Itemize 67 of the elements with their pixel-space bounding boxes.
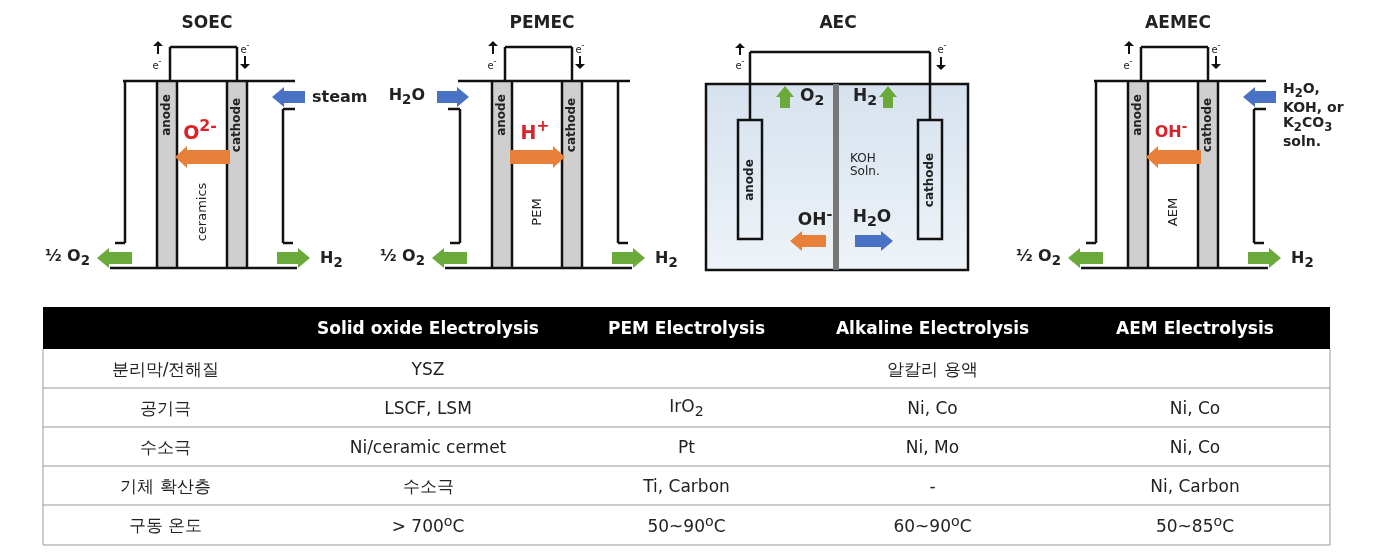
- table-cell: Ni, Carbon: [1150, 476, 1240, 495]
- table-cell: 60~90$^{o}$C: [893, 513, 972, 537]
- membrane-label: AEM: [1165, 197, 1181, 227]
- flow-label: O$_{2}$: [800, 85, 825, 109]
- flow-label: ½ O$_{2}$: [380, 247, 425, 269]
- membrane-label: ceramics: [194, 182, 210, 242]
- table-cell: 50~90$^{o}$C: [647, 513, 726, 537]
- electrode-label: cathode: [565, 97, 579, 153]
- table-cell: Ni, Co: [907, 398, 958, 417]
- flow-label: ½ O$_{2}$: [45, 247, 90, 269]
- flow-label: H$_{2}$O, KOH, or K$_{2}$CO$_{3}$ soln.: [1283, 81, 1345, 149]
- electrode-label: anode: [495, 94, 509, 136]
- electron-label: e$^{-}$: [152, 57, 162, 71]
- table-cell: Ti, Carbon: [643, 476, 730, 495]
- row-header: 분리막/전해질: [111, 359, 220, 378]
- flow-label: H$_{2}$O: [852, 206, 892, 230]
- flow-label: H$_{2}$O: [388, 86, 425, 108]
- membrane-label: PEM: [529, 198, 545, 226]
- table-header: Solid oxide Electrolysis: [317, 318, 539, 338]
- flow-label: ½ O$_{2}$: [1016, 247, 1061, 269]
- electron-label: e$^{-}$: [735, 57, 745, 71]
- row-header: 기체 확산층: [120, 476, 211, 495]
- table-cell: YSZ: [411, 359, 445, 378]
- table-cell: LSCF, LSM: [384, 398, 472, 417]
- electrode-label: cathode: [230, 97, 244, 153]
- panel-title: AEMEC: [1145, 12, 1211, 32]
- electron-label: e$^{-}$: [487, 57, 497, 71]
- electron-label: e$^{-}$: [1123, 57, 1133, 71]
- table-cell: Pt: [678, 437, 695, 456]
- table-cell: IrO$_{2}$: [669, 396, 704, 419]
- panel-title: PEMEC: [509, 12, 575, 32]
- table-cell: Ni, Co: [1169, 398, 1221, 417]
- panel-title: AEC: [819, 12, 857, 32]
- table-cell: 알칼리 용액: [887, 359, 978, 378]
- flow-label: H$_{2}$: [1291, 249, 1314, 271]
- ion-label: OH$^{-}$: [1154, 119, 1188, 141]
- flow-label: steam: [312, 88, 368, 106]
- electrode-label: cathode: [1201, 97, 1215, 153]
- ion-label: OH$^{-}$: [797, 206, 833, 230]
- table-cell: -: [929, 476, 936, 495]
- flow-label: H$_{2}$: [320, 249, 343, 271]
- table-cell: Ni/ceramic cermet: [349, 437, 507, 456]
- ion-label: H$^{+}$: [520, 117, 550, 143]
- flow-label: H$_{2}$: [655, 249, 678, 271]
- table-header: Alkaline Electrolysis: [835, 318, 1030, 338]
- electron-label: e$^{-}$: [937, 41, 947, 55]
- row-header: 구동 온도: [128, 515, 203, 535]
- electrode-label: anode: [743, 159, 757, 201]
- electrode-label: anode: [1131, 94, 1145, 136]
- panel-title: SOEC: [181, 12, 233, 32]
- table-cell: Ni, Mo: [905, 437, 960, 456]
- flow-label: H$_{2}$: [852, 85, 877, 109]
- ion-label: O$^{2-}$: [183, 117, 217, 143]
- electrode-label: cathode: [923, 152, 937, 208]
- electron-label: e$^{-}$: [575, 41, 585, 55]
- electron-label: e$^{-}$: [1211, 41, 1221, 55]
- table-header: AEM Electrolysis: [1116, 318, 1274, 338]
- table-header: PEM Electrolysis: [607, 318, 766, 338]
- solution-label: KOH Soln.: [850, 151, 881, 179]
- row-header: 공기극: [140, 398, 191, 417]
- table-cell: 50~85$^{o}$C: [1155, 513, 1235, 537]
- table-cell: 수소극: [402, 476, 454, 495]
- table-cell: > 700$^{o}$C: [391, 513, 465, 537]
- electron-label: e$^{-}$: [240, 41, 250, 55]
- electrode-label: anode: [160, 94, 174, 136]
- row-header: 수소극: [140, 437, 191, 456]
- table-cell: Ni, Co: [1169, 437, 1221, 456]
